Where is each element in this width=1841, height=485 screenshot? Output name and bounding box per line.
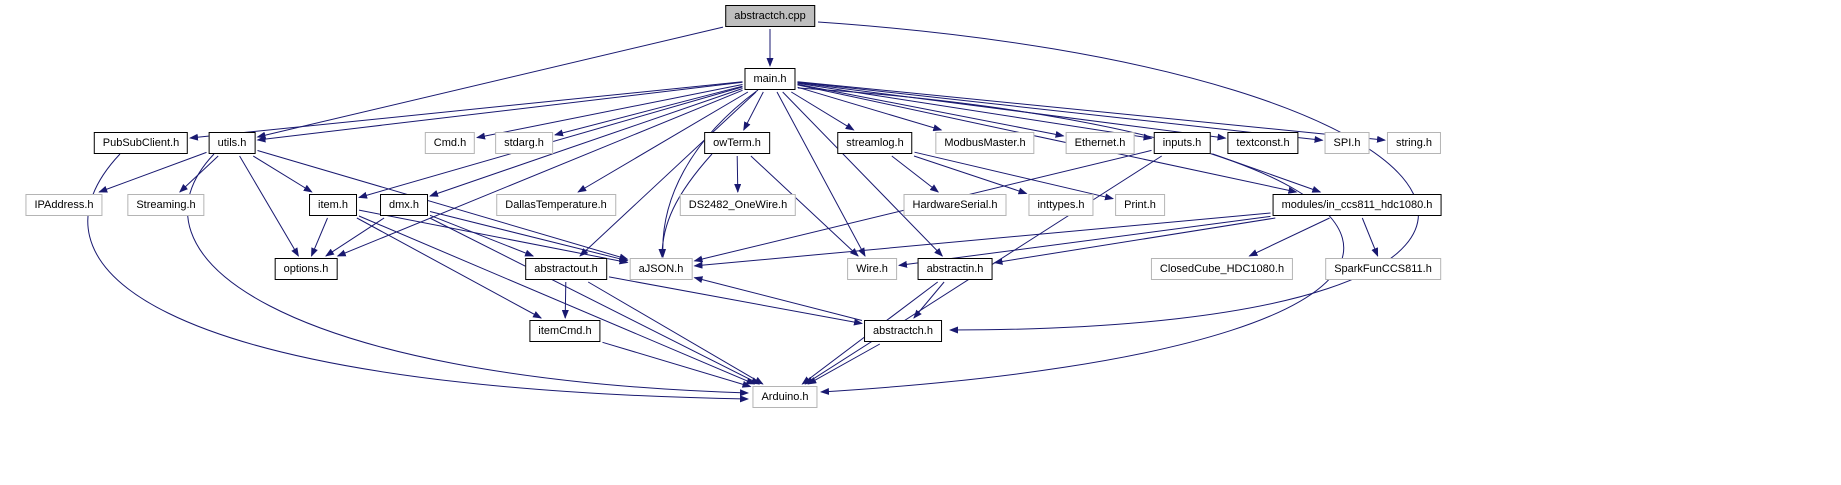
node-ds2482-onewire-h: DS2482_OneWire.h [679,194,797,216]
node-ipaddress-h: IPAddress.h [25,194,103,216]
edge-dmx-h-to-ajson-h [429,211,629,263]
edge-main-h-to-stdarg-h [554,85,743,137]
edge-item-h-to-options-h [311,217,328,257]
edge-main-h-to-options-h [336,89,743,257]
edge-abstractout-h-to-itemcmd-h [561,281,569,319]
edge-main-h-to-spi-h [797,81,1324,143]
node-closedcube-hdc1080-h: ClosedCube_HDC1080.h [1150,258,1294,280]
edge-main-h-to-dallastemperature-h [577,91,749,193]
node-main-h[interactable]: main.h [744,68,796,90]
node-modules-in-ccs811-hdc1080-h[interactable]: modules/in_ccs811_hdc1080.h [1272,194,1442,216]
node-wire-h: Wire.h [847,258,897,280]
node-ajson-h: aJSON.h [629,258,693,280]
edge-abstractin-h-to-abstractch-h [913,281,945,319]
node-stdarg-h: stdarg.h [495,132,553,154]
edge-owterm-h-to-wire-h [750,155,859,257]
node-inputs-h[interactable]: inputs.h [1153,132,1211,154]
edge-main-h-to-wire-h [776,91,866,257]
edge-abstractout-h-to-abstractch-h [608,276,863,326]
edge-modules-in-ccs811-hdc1080-h-to-wire-h [898,215,1271,268]
edge-utils-h-to-ipaddress-h [98,151,207,193]
node-string-h: string.h [1386,132,1442,154]
edge-main-h-to-ethernet-h [797,83,1065,138]
edge-item-h-to-itemcmd-h [356,217,542,319]
node-utils-h[interactable]: utils.h [208,132,256,154]
node-abstractin-h[interactable]: abstractin.h [917,258,993,280]
edge-inputs-h-to-modules-in-ccs811-hdc1080-h [1212,153,1322,193]
edge-main-h-to-textconst-h [797,82,1227,141]
edge-modules-in-ccs811-hdc1080-h-to-ajson-h [693,212,1271,269]
edge-modules-in-ccs811-hdc1080-h-to-sparkfunccs811-h [1361,217,1379,257]
edge-abstractch-cpp-to-utils-h [256,26,724,139]
node-hardwareserial-h: HardwareSerial.h [903,194,1007,216]
node-print-h: Print.h [1115,194,1165,216]
edge-streamlog-h-to-hardwareserial-h [891,155,939,193]
edge-modules-in-ccs811-hdc1080-h-to-closedcube-hdc1080-h [1248,217,1330,257]
node-modbusmaster-h: ModbusMaster.h [935,132,1035,154]
edge-abstractout-h-to-arduino-h [587,281,764,385]
node-textconst-h[interactable]: textconst.h [1227,132,1299,154]
edge-main-h-to-pubsubclient-h [189,81,743,141]
edge-abstractch-h-to-ajson-h [693,276,863,321]
edge-streamlog-h-to-inttypes-h [913,155,1028,195]
node-dallastemperature-h: DallasTemperature.h [496,194,616,216]
edge-abstractch-h-to-arduino-h [807,343,881,385]
edge-owterm-h-to-ds2482-onewire-h [734,155,742,193]
edge-utils-h-to-ajson-h [257,150,629,261]
node-abstractout-h[interactable]: abstractout.h [525,258,607,280]
node-item-h[interactable]: item.h [309,194,357,216]
edge-main-h-to-modbusmaster-h [797,86,943,132]
node-abstractch-cpp: abstractch.cpp [725,5,815,27]
node-inttypes-h: inttypes.h [1028,194,1094,216]
edge-modules-in-ccs811-hdc1080-h-to-abstractin-h [993,217,1276,265]
edge-main-h-to-dmx-h [429,88,743,197]
node-options-h[interactable]: options.h [274,258,338,280]
node-streaming-h: Streaming.h [127,194,205,216]
edge-group [87,21,1419,403]
edge-item-h-to-arduino-h [358,215,756,385]
node-cmd-h: Cmd.h [424,132,476,154]
edge-streamlog-h-to-print-h [914,151,1114,201]
edge-main-h-to-streamlog-h [791,91,855,131]
edge-main-h-to-arduino-h [797,87,1344,395]
edge-dmx-h-to-options-h [325,217,385,257]
node-itemcmd-h[interactable]: itemCmd.h [529,320,601,342]
edge-main-h-to-abstractout-h [579,91,757,257]
edge-dmx-h-to-arduino-h [429,217,761,385]
edge-owterm-h-to-ajson-h [658,153,713,258]
node-streamlog-h[interactable]: streamlog.h [837,132,913,154]
edge-abstractch-cpp-to-abstractch-h [817,21,1419,334]
edge-itemcmd-h-to-arduino-h [602,341,752,388]
node-abstractch-h[interactable]: abstractch.h [864,320,942,342]
edge-main-h-to-owterm-h [743,91,764,131]
edge-main-h-to-cmd-h [476,84,743,140]
edge-main-h-to-utils-h [256,81,743,143]
edge-main-h-to-ajson-h [659,89,759,258]
edge-dmx-h-to-abstractout-h [429,214,535,257]
node-dmx-h[interactable]: dmx.h [380,194,428,216]
node-ethernet-h: Ethernet.h [1065,132,1135,154]
node-owterm-h[interactable]: owTerm.h [704,132,770,154]
node-spi-h: SPI.h [1324,132,1370,154]
edge-main-h-to-abstractin-h [782,91,943,257]
edge-item-h-to-ajson-h [358,209,629,265]
node-arduino-h: Arduino.h [752,386,818,408]
node-pubsubclient-h[interactable]: PubSubClient.h [93,132,189,154]
edge-main-h-to-string-h [797,81,1386,143]
edge-main-h-to-modules-in-ccs811-hdc1080-h [797,84,1298,194]
edge-utils-h-to-item-h [252,155,313,193]
node-sparkfunccs811-h: SparkFunCCS811.h [1325,258,1441,280]
edge-utils-h-to-options-h [239,155,299,257]
